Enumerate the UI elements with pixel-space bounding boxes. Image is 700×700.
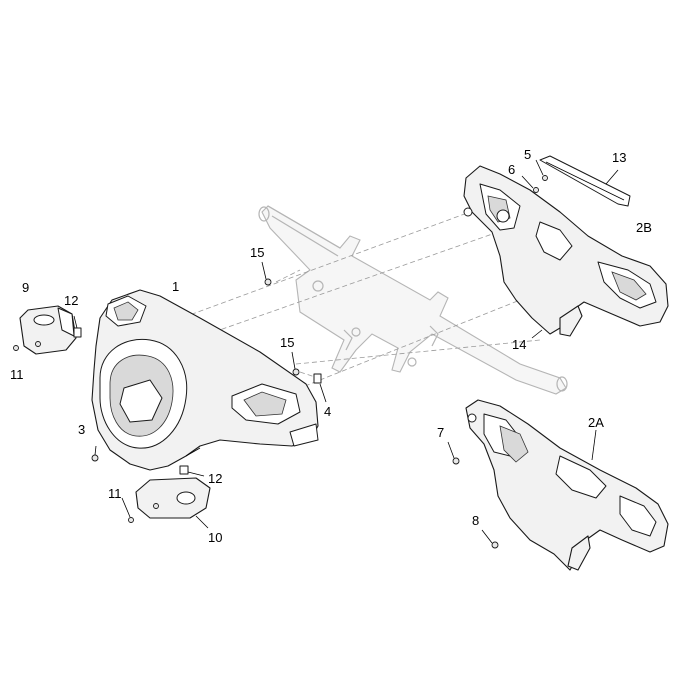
handlebar-tube [258, 205, 568, 395]
part-11-screw-lower [121, 497, 134, 523]
part-12-clip-lower [179, 465, 205, 477]
callout-3: 3 [78, 422, 85, 437]
callout-5: 5 [524, 147, 531, 162]
part-4-clip [313, 373, 327, 403]
callout-14: 14 [512, 337, 526, 352]
callout-10: 10 [208, 530, 222, 545]
part-8-screw [481, 529, 499, 549]
part-9-switch-cover [19, 305, 77, 355]
callout-2a: 2A [588, 415, 604, 430]
part-2b-rear-cover [463, 165, 669, 337]
part-1-headset-cover [91, 289, 319, 471]
callout-11-upper: 11 [10, 367, 24, 382]
part-15-screws [261, 261, 300, 376]
part-10-switch-cover [135, 477, 211, 529]
callout-13: 13 [612, 150, 626, 165]
assembly-lines [175, 211, 541, 393]
callout-15-upper: 15 [250, 245, 264, 260]
callout-12-upper: 12 [64, 293, 78, 308]
callout-9: 9 [22, 280, 29, 295]
part-2a-rear-cover [465, 399, 669, 571]
part-6-screw [521, 175, 539, 193]
part-13-strip [539, 155, 631, 207]
part-7-screw [447, 441, 460, 465]
callout-1: 1 [172, 279, 179, 294]
callout-labels: 1 2A 2B 3 4 5 6 7 8 9 10 11 11 12 12 13 … [10, 147, 652, 545]
part-12-clip-upper [73, 315, 82, 338]
callout-11-lower: 11 [108, 486, 122, 501]
callout-15-lower: 15 [280, 335, 294, 350]
part-11-screw-upper [13, 345, 19, 351]
part-5-screw [535, 159, 548, 181]
callout-2b: 2B [636, 220, 652, 235]
callout-4: 4 [324, 404, 331, 419]
part-14-pointer [531, 329, 543, 339]
callout-7: 7 [437, 425, 444, 440]
callout-6: 6 [508, 162, 515, 177]
callout-8: 8 [472, 513, 479, 528]
part-3-screw [91, 445, 99, 462]
callout-12-lower: 12 [208, 471, 222, 486]
